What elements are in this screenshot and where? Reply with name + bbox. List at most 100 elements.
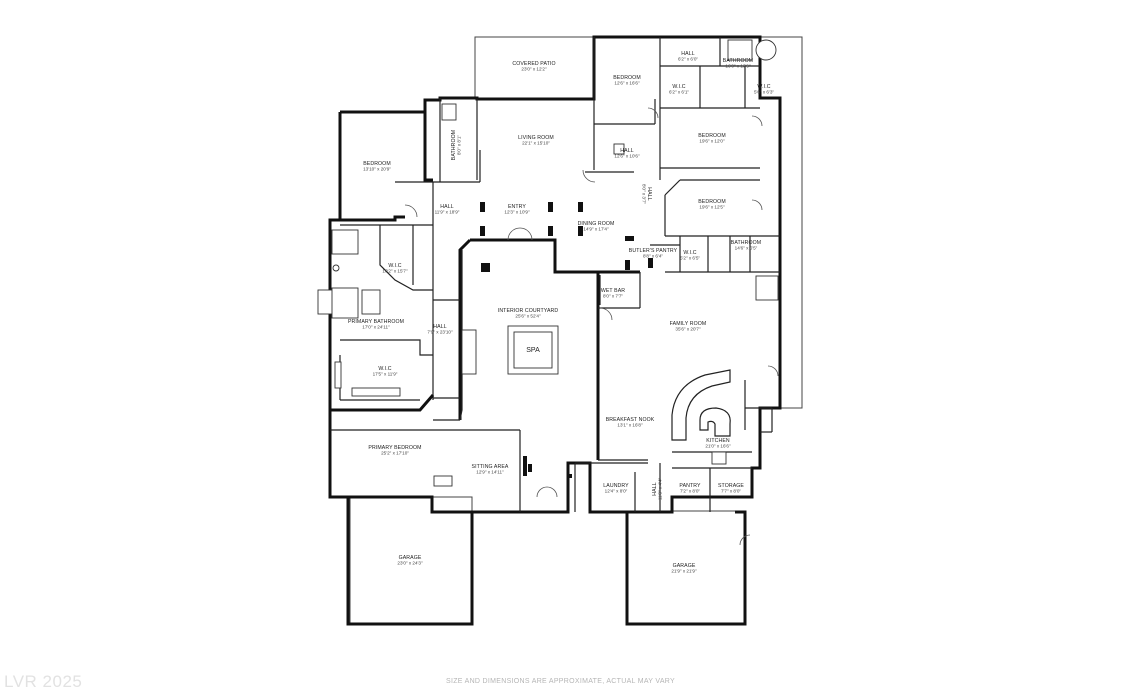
fixtures: [317, 39, 779, 487]
room-dimensions: 11'3" x 4'4": [658, 477, 663, 500]
room-dimensions: 35'6" x 20'7": [675, 327, 701, 332]
room-dimensions: 5'2" x 6'5": [680, 256, 700, 261]
room-dimensions: 23'0" x 24'3": [397, 561, 423, 566]
room-name: BEDROOM: [613, 75, 641, 81]
room-name: W.I.C: [672, 84, 685, 90]
room-dimensions: 5'6" x 6'3": [754, 90, 774, 95]
room-dimensions: 8'0" x 8'1": [457, 135, 462, 155]
room-dimensions: 14'9" x 17'4": [583, 227, 609, 232]
room-wic-e: W.I.C5'2" x 6'5": [680, 250, 700, 261]
room-dimensions: 16'0" x 13'9": [725, 64, 751, 69]
room-name: HALL: [652, 482, 658, 495]
room-wic-top-1: W.I.C6'2" x 6'1": [669, 84, 689, 95]
room-name: GARAGE: [399, 555, 422, 561]
room-wic-primary-2: W.I.C17'5" x 11'9": [373, 366, 398, 377]
room-dimensions: 12'4" x 8'0": [605, 489, 628, 494]
room-dimensions: 8'8" x 6'4": [643, 254, 663, 259]
room-name: HALL: [620, 148, 633, 154]
watermark: LVR 2025: [4, 672, 83, 691]
room-dimensions: 25'2" x 17'10": [381, 451, 409, 456]
room-wic-top-2: W.I.C5'6" x 6'3": [754, 84, 774, 95]
room-dimensions: 7'2" x 8'0": [680, 489, 700, 494]
room-name: COVERED PATIO: [512, 61, 555, 67]
room-dimensions: 6'2" x 6'1": [669, 90, 689, 95]
room-dimensions: 23'0" x 12'2": [521, 67, 547, 72]
room-name: PRIMARY BATHROOM: [348, 319, 404, 325]
columns: [480, 202, 653, 478]
room-name: BATHROOM: [723, 58, 753, 64]
room-name: W.I.C: [683, 250, 696, 256]
room-name: INTERIOR COURTYARD: [498, 308, 559, 314]
room-dimensions: 21'9" x 21'9": [671, 569, 697, 574]
room-dimensions: 17'0" x 24'11": [362, 325, 390, 330]
room-dimensions: 12'6" x 10'6": [614, 154, 640, 159]
room-name: HALL: [433, 324, 446, 330]
room-name: STORAGE: [718, 483, 744, 489]
room-dimensions: 12'3" x 10'9": [504, 210, 530, 215]
room-name: BREAKFAST NOOK: [606, 417, 655, 423]
room-name: BEDROOM: [698, 199, 726, 205]
room-name: LAUNDRY: [603, 483, 629, 489]
room-name: W.I.C: [757, 84, 770, 90]
room-name: PANTRY: [679, 483, 701, 489]
room-name: KITCHEN: [706, 438, 730, 444]
room-name: LIVING ROOM: [518, 135, 554, 141]
room-name: W.I.C: [388, 263, 401, 269]
room-name: DINING ROOM: [578, 221, 615, 227]
room-dimensions: 13'10" x 20'9": [363, 167, 391, 172]
room-dimensions: 22'1" x 15'10": [522, 141, 550, 146]
room-name: BUTLER'S PANTRY: [629, 248, 678, 254]
room-dimensions: 13'1" x 16'8": [617, 423, 643, 428]
room-dimensions: 11'9" x 18'9": [435, 210, 460, 215]
room-dimensions: 12'6" x 16'6": [614, 81, 640, 86]
room-dimensions: 7'7" x 8'0": [721, 489, 741, 494]
room-name: HALL: [440, 204, 453, 210]
room-name: PRIMARY BEDROOM: [368, 445, 421, 451]
room-name: BEDROOM: [698, 133, 726, 139]
room-dimensions: 7'9" x 23'10": [427, 330, 453, 335]
room-name: FAMILY ROOM: [670, 321, 707, 327]
room-dimensions: 21'0" x 16'6": [705, 444, 731, 449]
room-name: W.I.C: [378, 366, 391, 372]
room-dimensions: 12'9" x 14'11": [476, 470, 504, 475]
room-dimensions: 17'5" x 11'9": [373, 372, 398, 377]
room-dimensions: 8'0" x 3'7": [642, 184, 647, 204]
doors: [404, 107, 779, 546]
room-name: SITTING AREA: [472, 464, 509, 470]
outlines: [349, 36, 803, 625]
room-dimensions: 6'2" x 6'0": [678, 57, 698, 62]
room-wic-primary: W.I.C10'2" x 15'7": [382, 263, 408, 274]
room-dimensions: 25'6" x 52'4": [515, 314, 541, 319]
room-name: HALL: [681, 51, 694, 57]
room-name: ENTRY: [508, 204, 526, 210]
